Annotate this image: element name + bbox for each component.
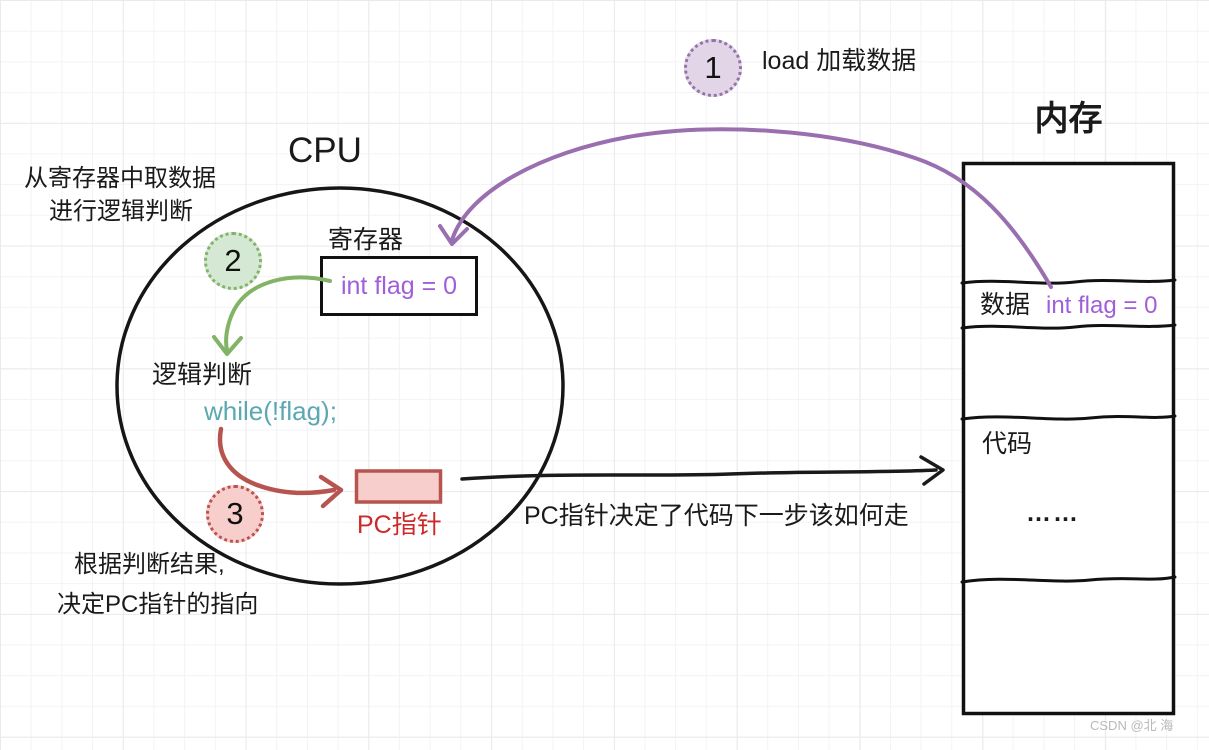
pc-pointer-box [354, 469, 443, 504]
while-loop-code: while(!flag); [204, 396, 337, 426]
pc-arrow-caption: PC指针决定了代码下一步该如何走 [524, 502, 909, 530]
load-data-arrowhead [438, 224, 469, 246]
register-to-logic-arrowhead [212, 335, 243, 356]
memory-divider-4 [960, 575, 1177, 584]
step-1-number: 1 [704, 50, 722, 85]
register-value: int flag = 0 [340, 272, 458, 300]
logic-to-pc-arrowhead [318, 474, 344, 509]
step-3-number: 3 [226, 496, 244, 531]
memory-data-row-label: 数据 [980, 291, 1031, 319]
step-1-badge: 1 [684, 39, 742, 97]
register-label: 寄存器 [328, 226, 404, 254]
memory-data-row-value: int flag = 0 [1046, 292, 1158, 319]
cpu-note-bottom-line2: 决定PC指针的指向 [57, 591, 259, 618]
memory-title: 内存 [1034, 100, 1103, 138]
cpu-circle [115, 186, 565, 586]
memory-box [961, 161, 1176, 716]
step-3-badge: 3 [206, 485, 264, 543]
pc-to-memory-arrowhead [919, 455, 945, 486]
register-box [320, 256, 478, 316]
memory-code-ellipsis: …… [1026, 499, 1080, 527]
logic-to-pc-arrow [217, 426, 337, 496]
memory-divider-2 [960, 323, 1177, 330]
cpu-note-bottom-line1: 根据判断结果, [74, 551, 225, 578]
csdn-watermark: CSDN @北 海 [1090, 718, 1174, 733]
step-2-number: 2 [224, 243, 242, 278]
cpu-note-top-line2: 进行逻辑判断 [49, 198, 193, 225]
memory-divider-1 [960, 278, 1177, 285]
pc-to-memory-arrow [460, 468, 938, 481]
step-2-badge: 2 [204, 232, 262, 290]
cpu-title: CPU [288, 131, 362, 170]
memory-divider-3 [960, 414, 1177, 421]
logic-judgment-label: 逻辑判断 [152, 361, 253, 389]
memory-code-row-label: 代码 [982, 430, 1033, 458]
load-data-arrow [450, 127, 1053, 289]
pc-pointer-label: PC指针 [357, 511, 442, 539]
cpu-note-top-line1: 从寄存器中取数据 [24, 165, 216, 192]
load-step-label: load 加载数据 [762, 47, 917, 75]
register-to-logic-arrow [224, 275, 332, 352]
